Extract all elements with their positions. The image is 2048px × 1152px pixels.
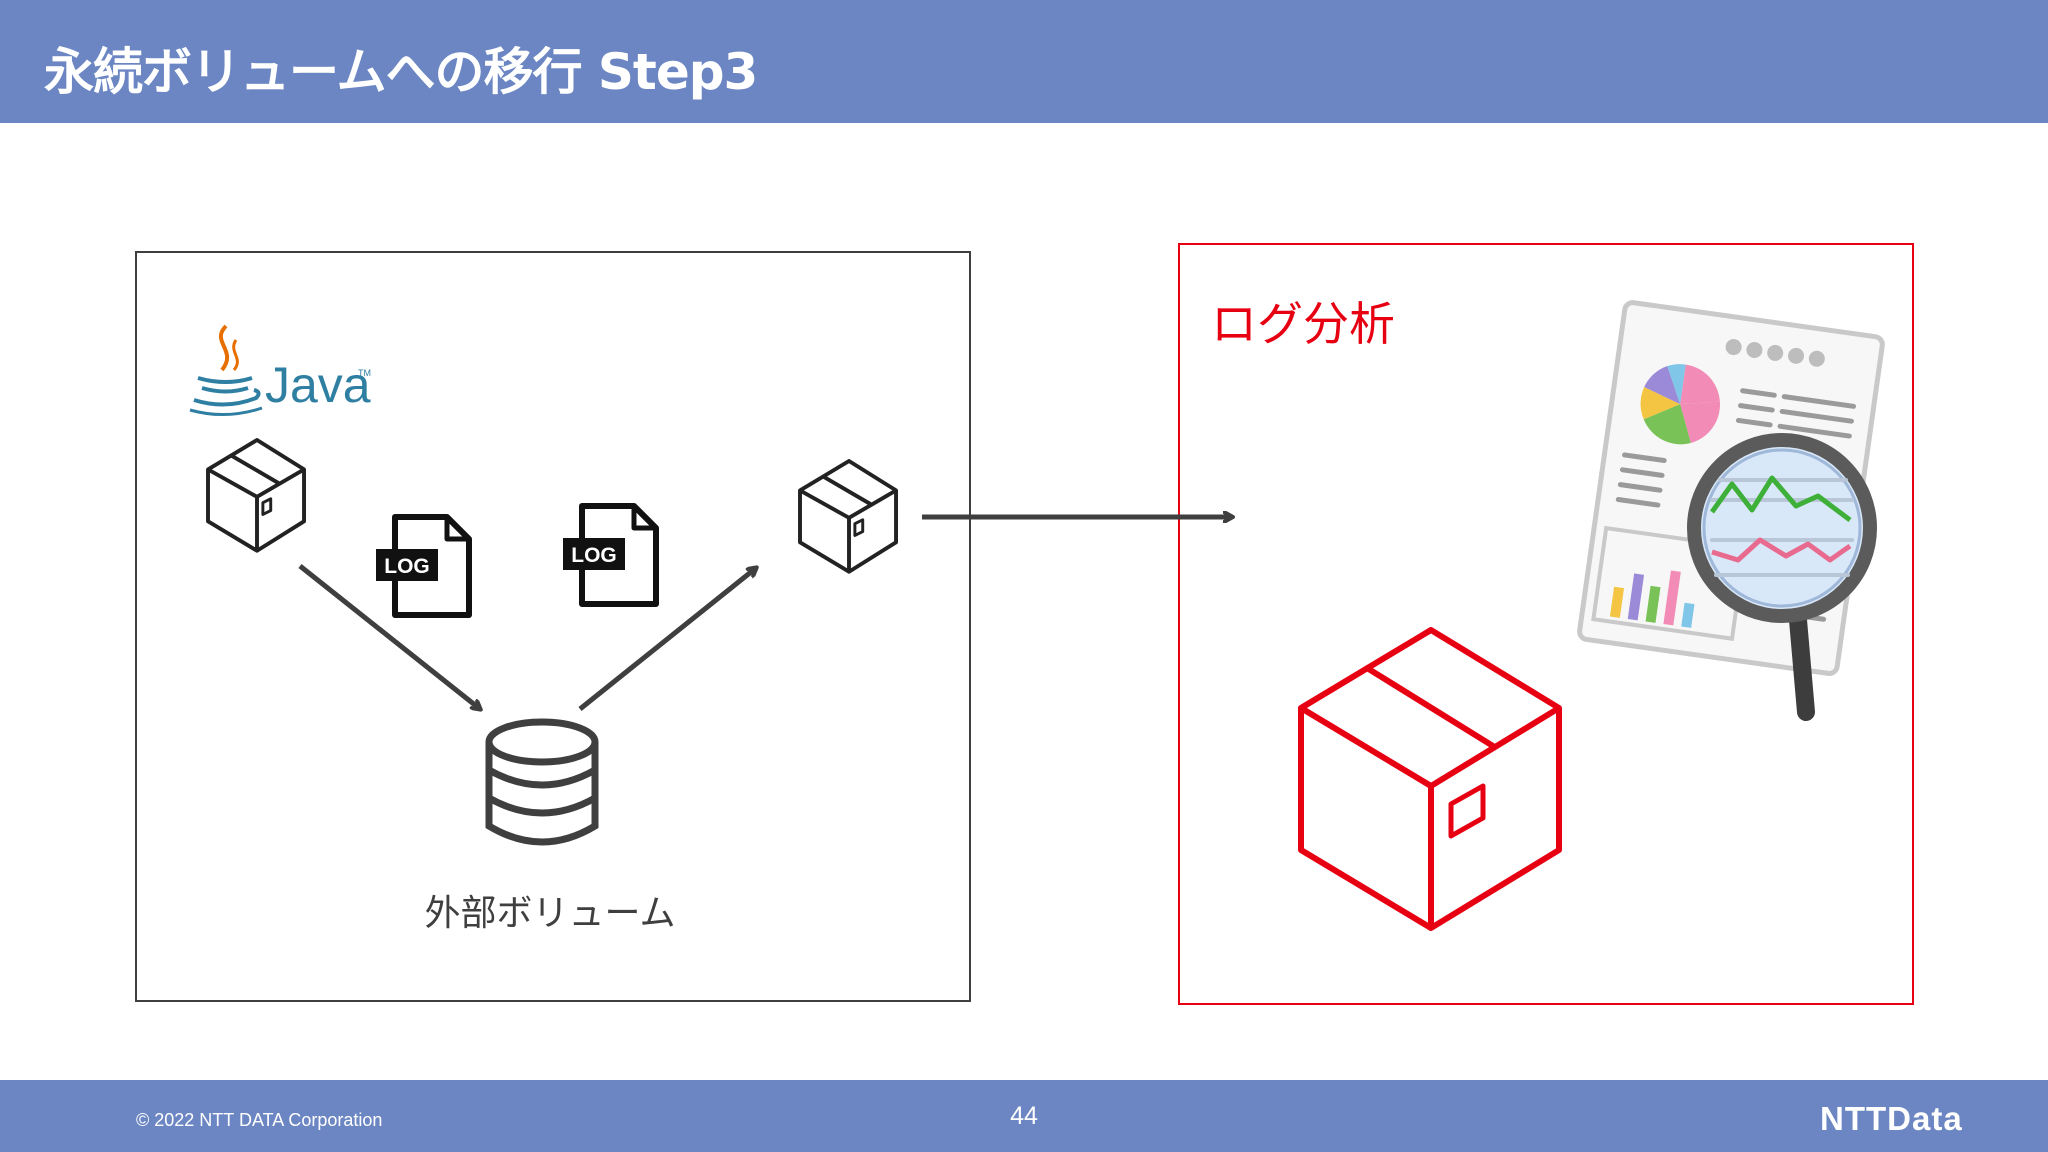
java-logo-text: Java	[265, 357, 371, 413]
log-analysis-title: ログ分析	[1211, 297, 1395, 351]
page-number: 44	[1010, 1102, 1038, 1130]
diagram-canvas: LOG LOG	[189, 300, 1885, 931]
container-panel	[135, 251, 971, 1002]
java-trademark: TM	[358, 368, 371, 378]
database-icon	[485, 718, 599, 846]
log-file-icon: LOG	[376, 514, 472, 618]
log-file-icon: LOG	[563, 503, 659, 607]
java-logo-icon	[189, 324, 263, 417]
copyright-text: © 2022 NTT DATA Corporation	[136, 1110, 383, 1130]
container-box-icon	[206, 438, 307, 553]
title-bar: 永続ボリュームへの移行 Step3	[0, 0, 2048, 123]
arrow-to-volume	[298, 564, 480, 709]
external-volume-label: 外部ボリューム	[424, 893, 676, 934]
footer-bar: © 2022 NTT DATA Corporation 44 NTTData	[0, 1080, 2048, 1152]
container-box-icon-large	[1298, 627, 1562, 931]
arrow-from-volume	[578, 568, 756, 711]
slide-title: 永続ボリュームへの移行 Step3	[44, 43, 758, 101]
log-analysis-panel	[1178, 243, 1914, 1005]
nttdata-logo: NTTData	[1820, 1100, 1963, 1137]
report-magnifier-illustration	[1577, 300, 1885, 721]
container-box-icon	[798, 459, 899, 574]
log-file-label: LOG	[384, 555, 430, 578]
log-file-label: LOG	[571, 544, 617, 567]
